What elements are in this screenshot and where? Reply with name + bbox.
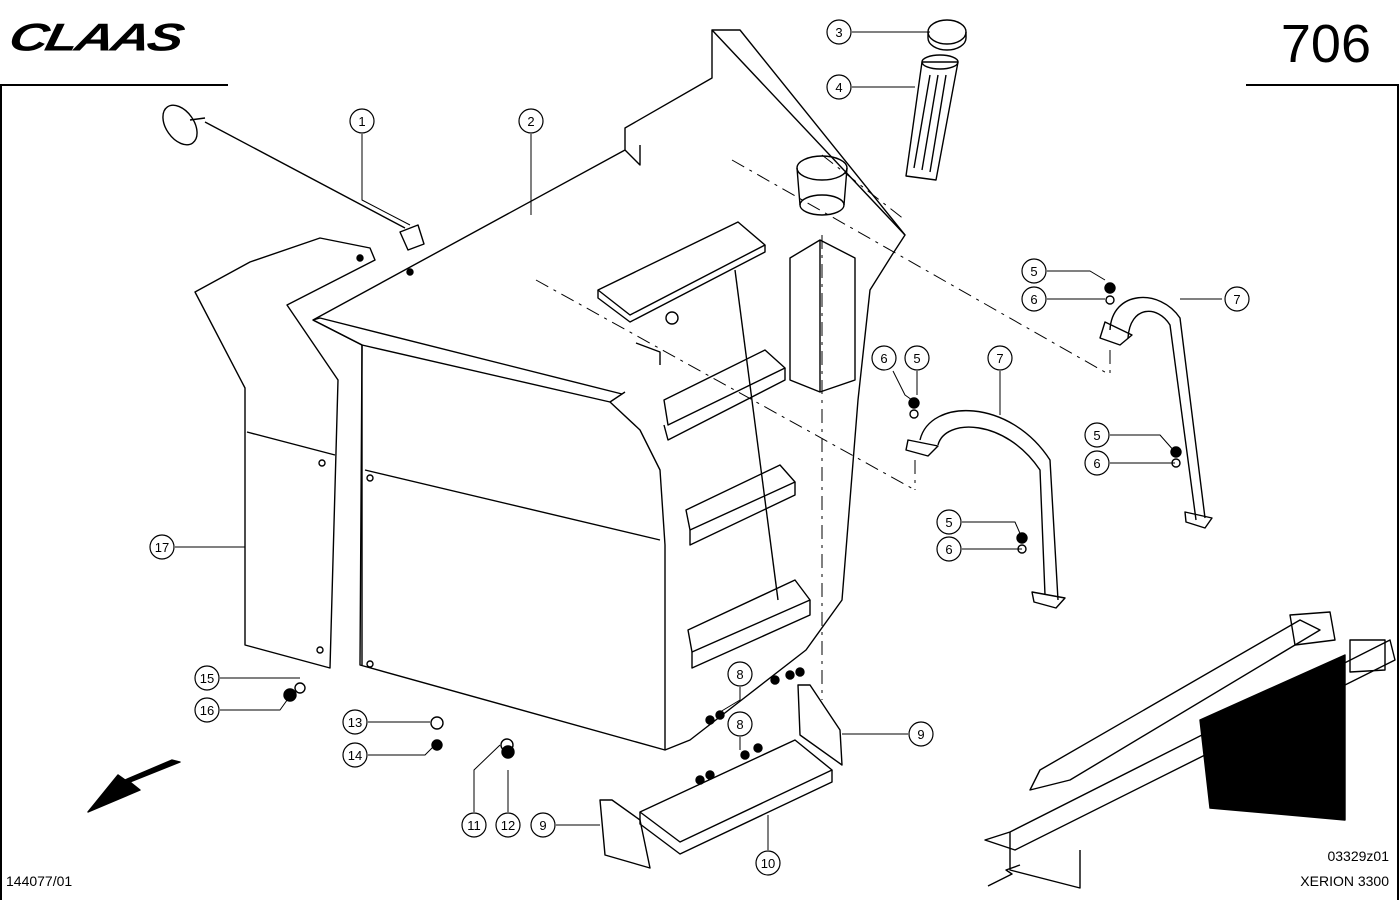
callout-6d: 6 — [936, 536, 962, 562]
callout-6c: 6 — [1084, 450, 1110, 476]
svg-text:1: 1 — [358, 114, 365, 129]
callout-2: 2 — [518, 108, 544, 134]
svg-text:5: 5 — [1030, 264, 1037, 279]
callouts: 1 2 3 4 5 6 7 6 5 7 5 6 5 6 17 8 8 9 15 … — [149, 19, 1250, 876]
handle-right — [1099, 296, 1213, 529]
svg-text:3: 3 — [835, 25, 842, 40]
svg-text:7: 7 — [1233, 292, 1240, 307]
tank-steps — [597, 221, 811, 669]
fasteners — [283, 254, 1182, 785]
callout-7a: 7 — [1224, 286, 1250, 312]
image-reference: 03329z01 — [1327, 848, 1389, 864]
svg-text:8: 8 — [736, 667, 743, 682]
fuel-tank — [312, 29, 906, 751]
svg-text:9: 9 — [917, 727, 924, 742]
callout-15: 15 — [194, 665, 220, 691]
callout-6a: 6 — [1021, 286, 1047, 312]
header-rule-right — [1246, 84, 1399, 86]
callout-5c: 5 — [1084, 422, 1110, 448]
svg-text:6: 6 — [1093, 456, 1100, 471]
filler-neck — [796, 155, 848, 216]
model-name: XERION 3300 — [1300, 873, 1389, 889]
callout-14: 14 — [342, 742, 368, 768]
leader-lines — [175, 31, 1222, 850]
assembly-lines — [535, 154, 1111, 700]
svg-text:5: 5 — [945, 515, 952, 530]
svg-text:4: 4 — [835, 80, 842, 95]
svg-text:5: 5 — [1093, 428, 1100, 443]
svg-text:7: 7 — [996, 351, 1003, 366]
svg-text:9: 9 — [539, 818, 546, 833]
callout-4: 4 — [826, 74, 852, 100]
callout-9a: 9 — [908, 721, 934, 747]
fuel-sensor — [162, 104, 425, 251]
frame-right — [1397, 84, 1399, 900]
svg-text:10: 10 — [761, 856, 775, 871]
callout-11: 11 — [461, 812, 487, 838]
drawing-lines — [87, 19, 1396, 889]
svg-text:6: 6 — [880, 351, 887, 366]
callout-9b: 9 — [530, 812, 556, 838]
direction-arrow — [87, 759, 181, 813]
svg-text:17: 17 — [155, 540, 169, 555]
svg-text:14: 14 — [348, 748, 362, 763]
step-bracket — [599, 684, 843, 869]
tank-cap — [927, 19, 967, 51]
callout-7b: 7 — [987, 345, 1013, 371]
header-rule-left — [0, 84, 228, 86]
callout-8a: 8 — [727, 661, 753, 687]
svg-text:12: 12 — [501, 818, 515, 833]
callout-16: 16 — [194, 697, 220, 723]
drawing-number: 144077/01 — [6, 873, 73, 889]
svg-text:2: 2 — [527, 114, 534, 129]
svg-text:6: 6 — [945, 542, 952, 557]
callout-12: 12 — [495, 812, 521, 838]
svg-text:15: 15 — [200, 671, 214, 686]
strainer — [905, 54, 959, 181]
callout-3: 3 — [826, 19, 852, 45]
inset-arrow — [987, 864, 1021, 887]
svg-text:11: 11 — [467, 818, 481, 833]
inset-chassis — [984, 611, 1396, 889]
svg-text:6: 6 — [1030, 292, 1037, 307]
bottom-step — [639, 739, 833, 855]
callout-5a: 5 — [1021, 258, 1047, 284]
svg-text:5: 5 — [913, 351, 920, 366]
handle-left — [905, 409, 1066, 609]
callout-6b: 6 — [871, 345, 897, 371]
svg-text:13: 13 — [348, 715, 362, 730]
callout-5d: 5 — [936, 509, 962, 535]
callout-17: 17 — [149, 534, 175, 560]
side-panel — [194, 237, 376, 669]
svg-text:8: 8 — [736, 717, 743, 732]
callout-8b: 8 — [727, 711, 753, 737]
callout-10: 10 — [755, 850, 781, 876]
page-number: 706 — [1280, 14, 1371, 74]
callout-5b: 5 — [904, 345, 930, 371]
svg-text:16: 16 — [200, 703, 214, 718]
callout-1: 1 — [349, 108, 375, 134]
frame-left — [0, 84, 2, 900]
callout-13: 13 — [342, 709, 368, 735]
